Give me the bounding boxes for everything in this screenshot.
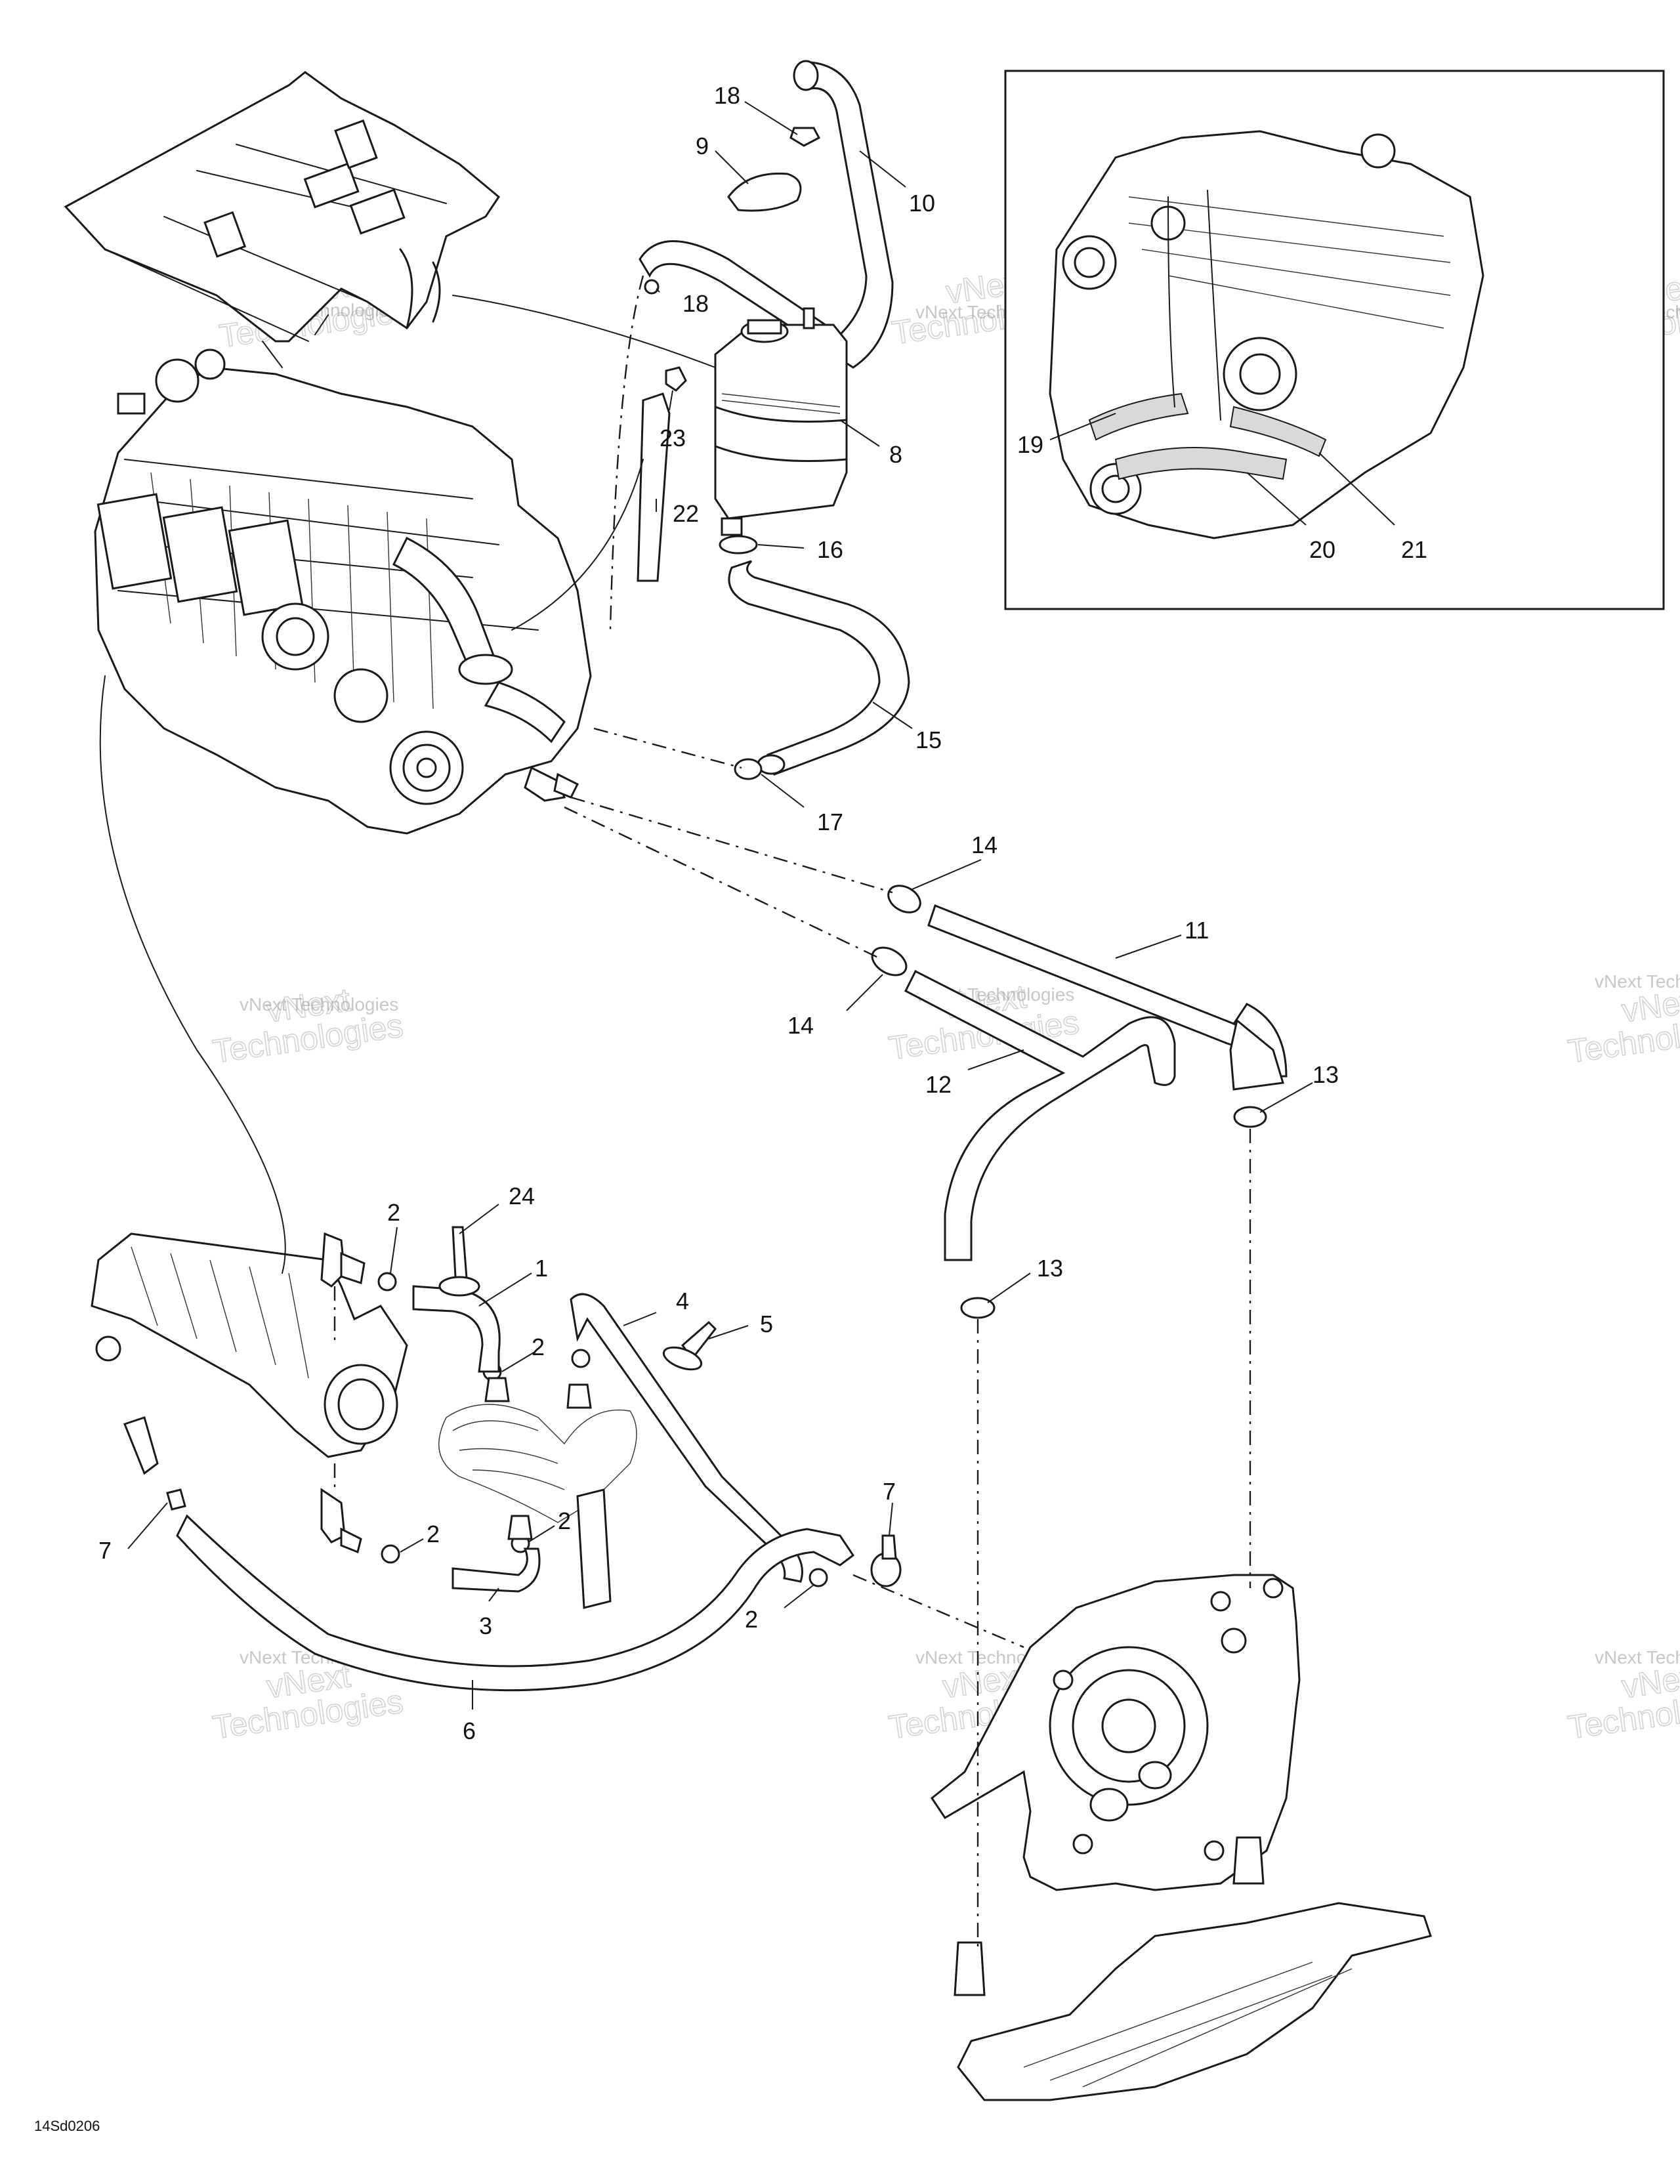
inset-engine-view [1004, 70, 1665, 610]
center-lines [99, 275, 1251, 1949]
callout-23: 23 [660, 425, 686, 452]
callout-18-lower: 18 [682, 290, 709, 317]
callout-7-left: 7 [98, 1537, 112, 1564]
callout-17: 17 [817, 808, 843, 835]
callout-20: 20 [1309, 536, 1335, 563]
callout-14-lower: 14 [788, 1012, 814, 1039]
callout-22: 22 [673, 500, 699, 527]
watermark-4: vNext Technologies [210, 980, 406, 1070]
callout-9: 9 [696, 133, 709, 159]
callout-10: 10 [909, 190, 935, 217]
callout-11: 11 [1185, 917, 1209, 944]
callout-5: 5 [760, 1311, 773, 1337]
watermark-small-6: vNext Technologies [1595, 971, 1680, 992]
callout-13-lower: 13 [1037, 1255, 1063, 1282]
callout-21: 21 [1401, 536, 1427, 563]
callout-14-upper: 14 [971, 831, 998, 858]
engine-main [94, 348, 592, 835]
watermark-small-9: vNext Technologies [1595, 1647, 1680, 1668]
callout-16: 16 [817, 536, 843, 563]
drawing-code: 14Sd0206 [34, 2118, 100, 2134]
callout-6: 6 [463, 1717, 476, 1744]
callout-2-e: 2 [745, 1606, 758, 1633]
callout-1: 1 [535, 1255, 548, 1282]
callout-12: 12 [925, 1071, 952, 1098]
coolant-reservoir-assembly [637, 60, 910, 780]
callouts: 18 9 10 18 23 8 22 16 15 17 19 20 21 14 … [98, 82, 1427, 1744]
callout-3: 3 [479, 1612, 492, 1639]
callout-4: 4 [676, 1288, 689, 1314]
callout-2-a: 2 [387, 1199, 400, 1226]
callout-15: 15 [915, 726, 942, 753]
callout-2-c: 2 [427, 1521, 440, 1547]
callout-19: 19 [1017, 431, 1043, 458]
hoses-11-12 [871, 885, 1288, 1319]
callout-2-b: 2 [532, 1334, 545, 1360]
watermark-small-4: vNext Technologies [240, 994, 398, 1015]
hull-cover [64, 71, 500, 368]
leader-lines [127, 101, 1395, 1710]
callout-8: 8 [889, 441, 902, 468]
callout-2-d: 2 [558, 1507, 571, 1534]
callout-7-right: 7 [883, 1478, 896, 1505]
callout-13-upper: 13 [1312, 1061, 1339, 1088]
callout-24: 24 [509, 1183, 535, 1209]
lower-hose-assembly [91, 1226, 1432, 2101]
callout-18-top: 18 [714, 82, 740, 109]
